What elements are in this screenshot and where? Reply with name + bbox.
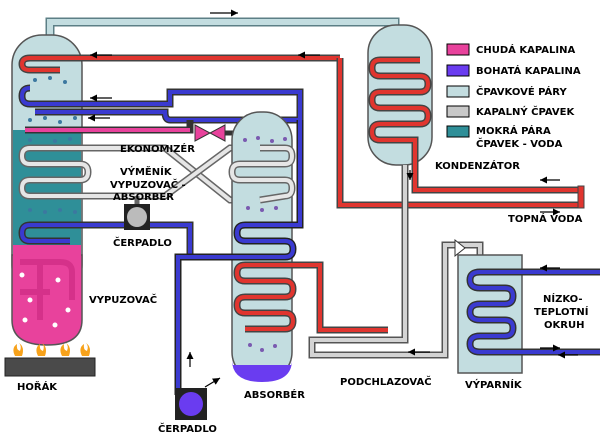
label-economizer: EKONOMIZÉR: [120, 142, 195, 155]
legend-item-wet-vapor: MOKRÁ PÁRA ČPAVEK - VODA: [446, 124, 563, 150]
label-evaporator: VÝPARNÍK: [465, 378, 523, 391]
label-heating-water: TOPNÁ VODA: [508, 212, 583, 225]
generator-drops: [28, 76, 77, 214]
expansion-valve: [454, 238, 466, 258]
label-exchanger-2: VYPUZOVAČ -: [110, 178, 186, 191]
legend-item-poor-liquid: CHUDÁ KAPALINA: [446, 43, 575, 56]
label-exchanger-3: ABSORBER: [113, 192, 174, 203]
absorber-column: [231, 111, 293, 382]
label-low-temp-3: OKRUH: [544, 320, 584, 331]
label-pump-top: ČERPADLO: [113, 236, 172, 249]
label-condenser: KONDENZÁTOR: [435, 159, 520, 172]
svg-text:KAPALNÝ ČPAVEK: KAPALNÝ ČPAVEK: [476, 105, 575, 118]
label-absorber: ABSORBÉR: [244, 388, 305, 401]
pump-top: [124, 196, 150, 230]
label-pump-bottom: ČERPADLO: [158, 422, 217, 435]
label-low-temp-1: NÍZKO-: [543, 292, 582, 305]
generator-exchanger-coil: [18, 144, 92, 200]
svg-text:CHUDÁ KAPALINA: CHUDÁ KAPALINA: [476, 43, 575, 56]
generator-heater-coil: [20, 259, 75, 320]
svg-text:MOKRÁ PÁRA: MOKRÁ PÁRA: [476, 124, 551, 137]
flow-arrows: [88, 9, 578, 388]
pump-bottom: [175, 388, 207, 420]
burner: [4, 343, 96, 377]
label-exchanger-1: VÝMĚNÍK: [120, 165, 173, 178]
legend-item-ammonia-vapor: ČPAVKOVÉ PÁRY: [446, 85, 567, 98]
svg-text:BOHATÁ KAPALINA: BOHATÁ KAPALINA: [476, 64, 581, 77]
vapor-pipe-top: [45, 17, 400, 48]
label-burner: HOŘÁK: [17, 380, 58, 393]
absorber-drops: [243, 136, 287, 352]
svg-text:ČPAVEK - VODA: ČPAVEK - VODA: [476, 137, 563, 150]
label-generator: VYPUZOVAČ: [89, 293, 157, 306]
legend-item-liquid-ammonia: KAPALNÝ ČPAVEK: [446, 105, 575, 118]
label-low-temp-2: TEPLOTNÍ: [534, 305, 589, 318]
legend-item-rich-liquid: BOHATÁ KAPALINA: [446, 64, 581, 77]
svg-text:ČPAVKOVÉ PÁRY: ČPAVKOVÉ PÁRY: [476, 85, 567, 98]
generator-bubbles: [19, 272, 71, 328]
legend: CHUDÁ KAPALINA BOHATÁ KAPALINA ČPAVKOVÉ …: [446, 43, 581, 150]
label-subcooler: PODCHLAZOVAČ: [340, 375, 432, 388]
